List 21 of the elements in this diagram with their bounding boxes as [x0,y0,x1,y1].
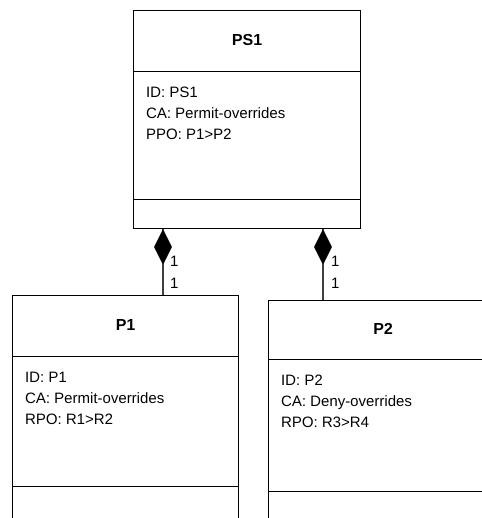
attribute-text: CA: Permit-overrides [146,104,286,124]
class-box [268,300,482,518]
attribute-text: CA: Permit-overrides [25,389,166,409]
attribute-text: ID: P2 [281,371,324,391]
multiplicity-label: 1 [170,254,178,270]
attribute-text: RPO: R3>R4 [281,413,370,433]
class-box [12,295,239,518]
multiplicity-label: 1 [331,276,340,292]
class-name: P2 [373,321,393,339]
composition-connector [154,229,172,295]
attribute-text: CA: Deny-overrides [281,392,413,412]
attribute-text: PPO: P1>P2 [146,125,232,145]
class-name: PS1 [232,32,262,50]
composition-connector [314,229,332,300]
attribute-text: ID: PS1 [146,83,199,103]
attribute-text: RPO: R1>R2 [25,410,114,430]
multiplicity-label: 1 [331,254,340,270]
multiplicity-label: 1 [170,276,178,292]
class-name: P1 [116,317,136,335]
attribute-text: ID: P1 [25,368,68,388]
class-box [133,10,361,229]
